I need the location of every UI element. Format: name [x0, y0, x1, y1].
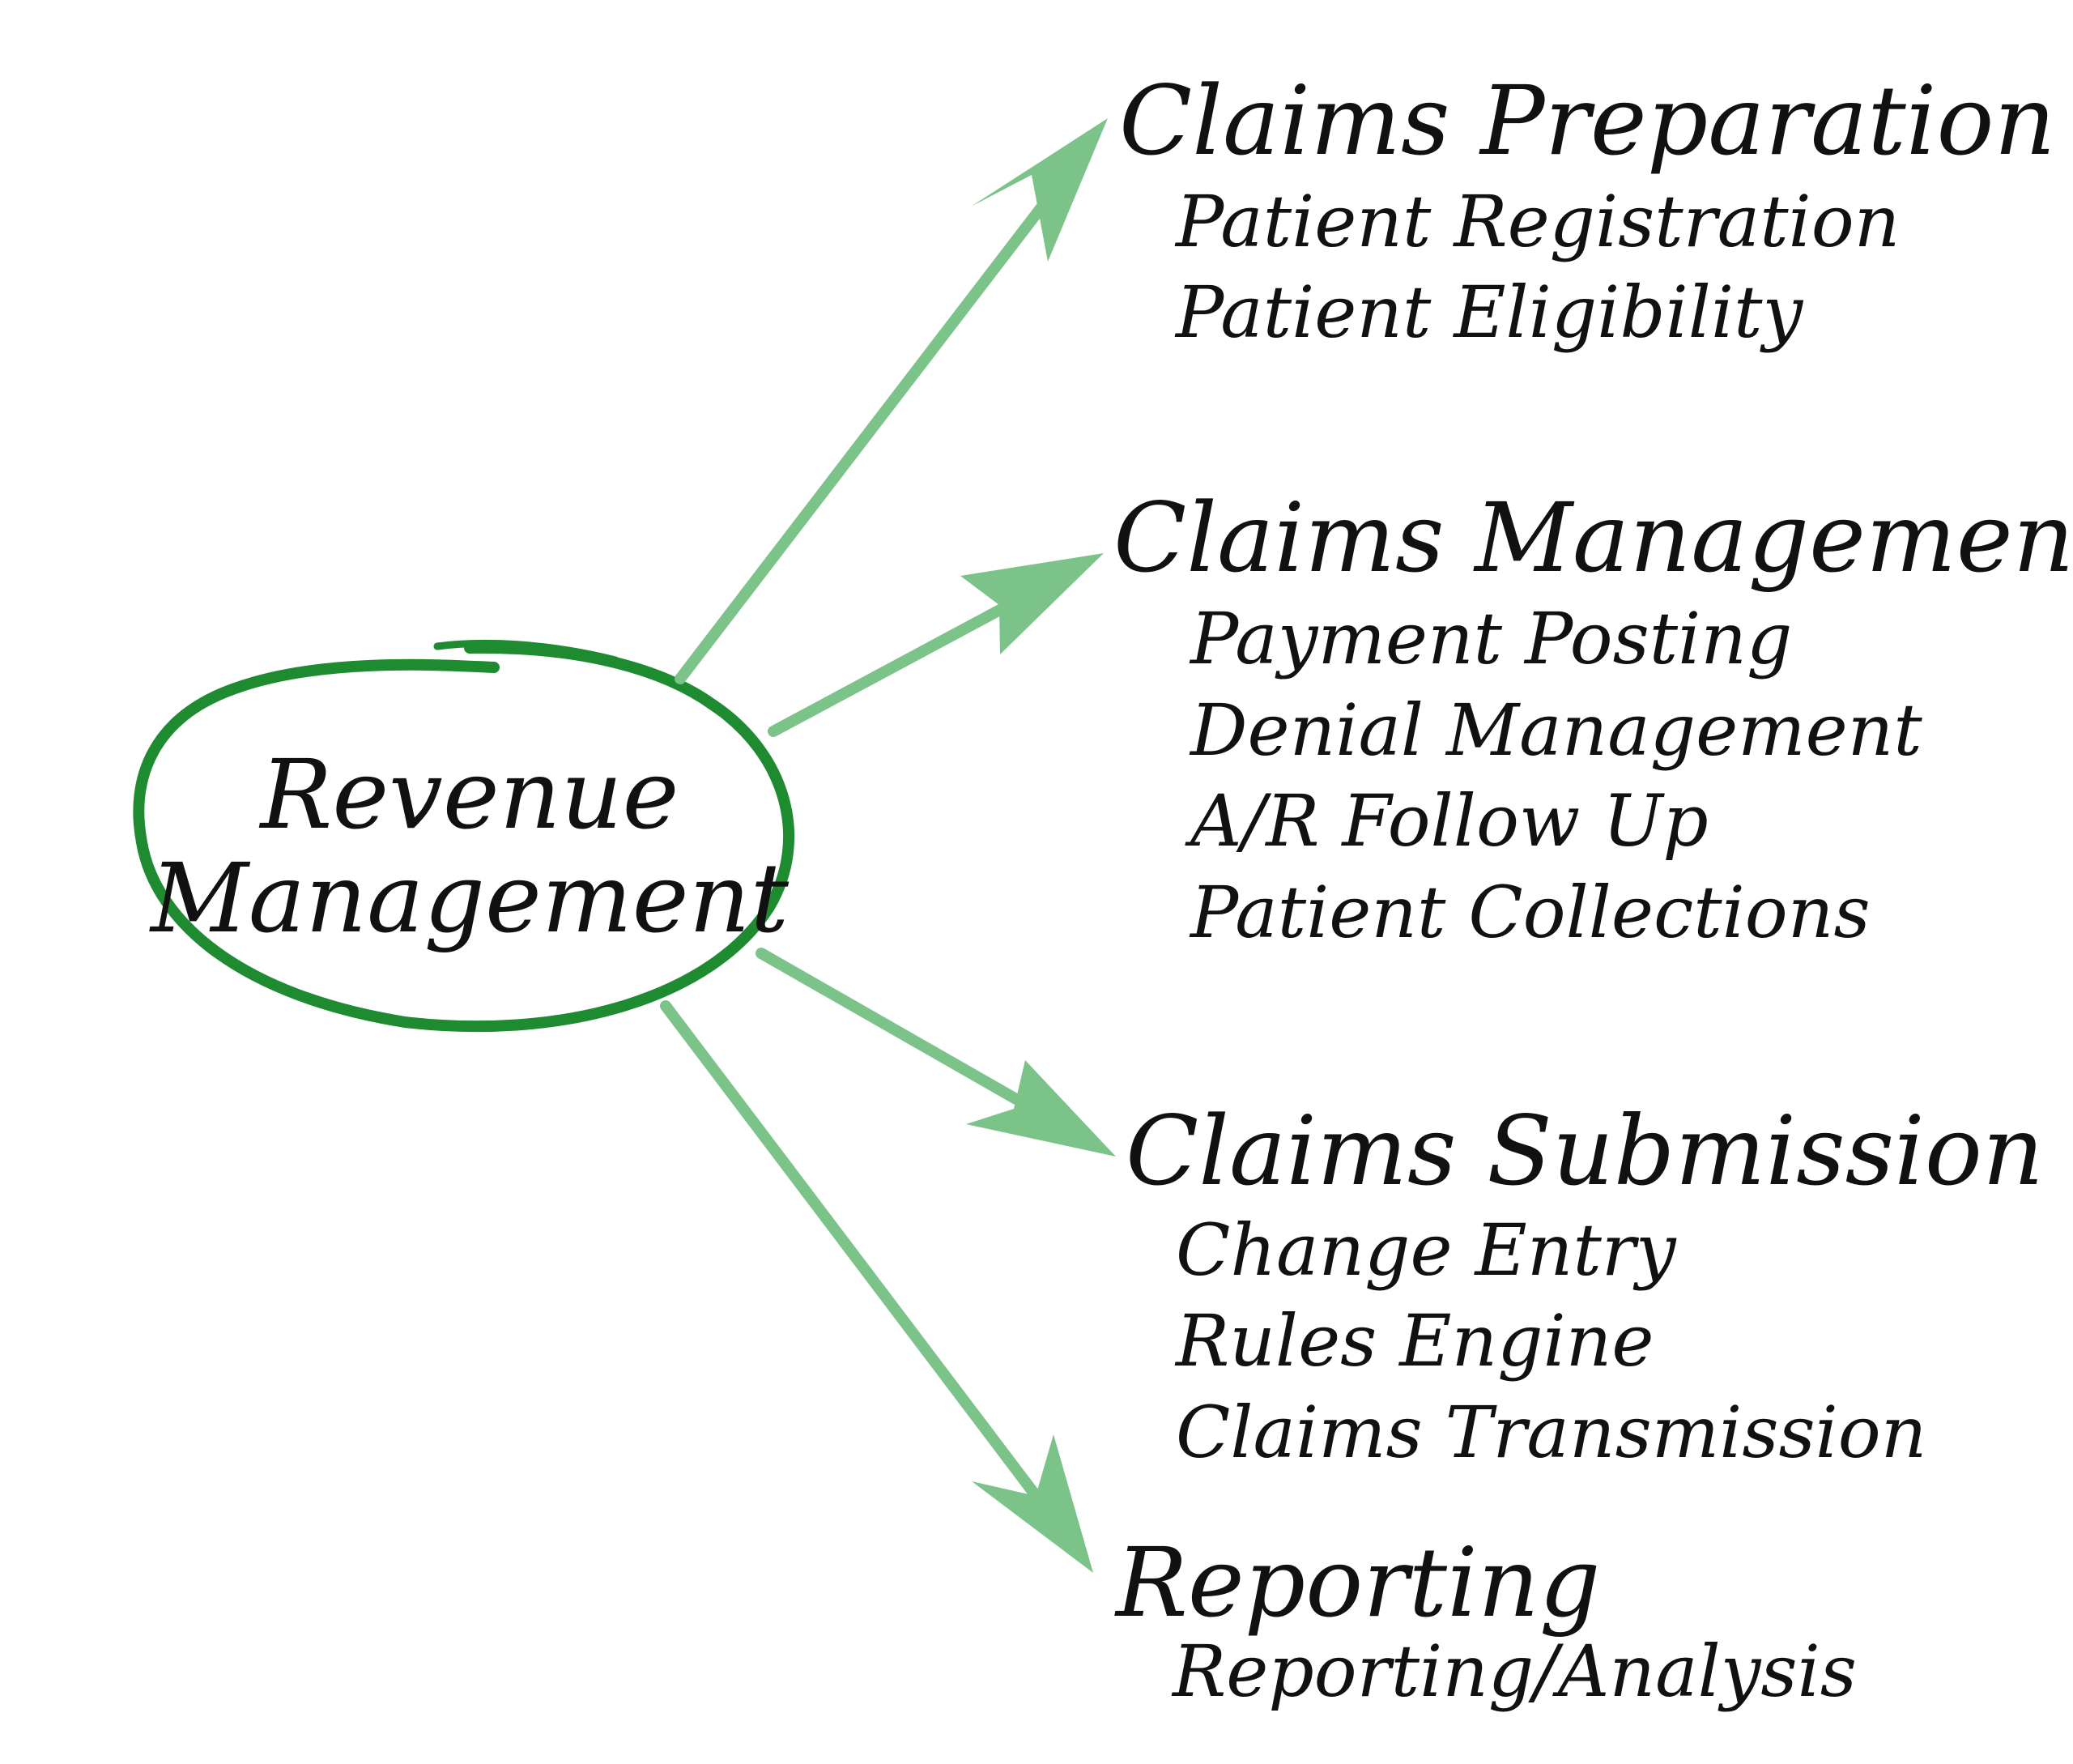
branch-item: Payment Posting: [1190, 597, 1793, 680]
branch-item: A/R Follow Up: [1190, 779, 1709, 863]
branch-item: Denial Management: [1190, 688, 1922, 772]
arrow-reporting: [660, 1000, 1093, 1573]
arrow-shaft: [675, 150, 1087, 684]
arrow-claims-preparation: [675, 118, 1108, 684]
ellipse-stroke-main: [133, 641, 795, 1033]
branch-item: Patient Registration: [1176, 180, 1901, 263]
branch-heading-reporting: Reporting: [1116, 1527, 1601, 1638]
arrow-head: [960, 553, 1104, 654]
branch-item: Patient Eligibility: [1176, 271, 1803, 354]
center-ellipse: [133, 639, 795, 1033]
center-title-line-1: Revenue: [260, 739, 679, 850]
arrow-shaft: [660, 1000, 1073, 1543]
branch-heading-claims-submission: Claims Submission: [1126, 1095, 2044, 1207]
arrow-head: [971, 118, 1108, 262]
branch-item: Patient Collections: [1190, 871, 1871, 954]
branch-heading-claims-preparation: Claims Preparation: [1119, 65, 2056, 177]
branch-heading-claims-management: Claims Management: [1113, 482, 2073, 594]
arrow-head: [966, 1060, 1116, 1157]
branch-item: Reporting/Analysis: [1173, 1630, 1857, 1713]
ellipse-stroke-tail: [433, 639, 619, 664]
arrow-head: [972, 1434, 1093, 1573]
arrow-claims-management: [768, 553, 1104, 737]
arrow-claims-submission: [756, 948, 1116, 1157]
center-title-line-2: Management: [150, 842, 790, 954]
branch-item: Change Entry: [1176, 1208, 1676, 1292]
branch-item: Rules Engine: [1176, 1299, 1654, 1383]
branch-item: Claims Transmission: [1176, 1391, 1927, 1474]
